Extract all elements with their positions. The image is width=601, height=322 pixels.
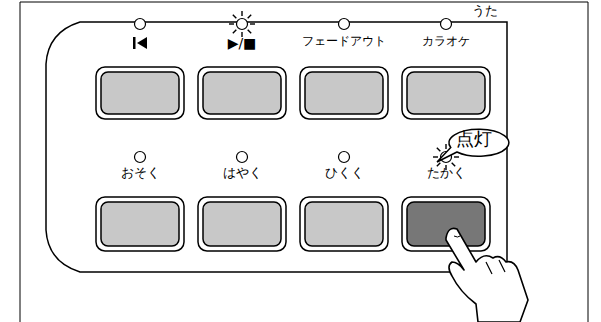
buttons [96, 67, 490, 251]
button-label: フェードアウト [302, 35, 386, 49]
button-label: ひくく [325, 166, 364, 181]
button-label: たかく [427, 166, 466, 181]
frame [20, 2, 588, 322]
button-label: おそく [121, 166, 160, 181]
skip-back-icon [133, 37, 147, 49]
button-label: ▶/■ [228, 35, 257, 51]
button-label: カラオケ [422, 35, 470, 49]
panel-outline [46, 22, 507, 272]
fingernail [454, 236, 460, 237]
panel-heading: うた [470, 4, 500, 19]
led [135, 19, 452, 163]
button-label: はやく [223, 166, 262, 181]
callout-bubble: 点灯 [443, 125, 505, 154]
hand [446, 228, 528, 322]
callout-text: 点灯 [456, 129, 492, 150]
finger-lines [486, 260, 505, 274]
